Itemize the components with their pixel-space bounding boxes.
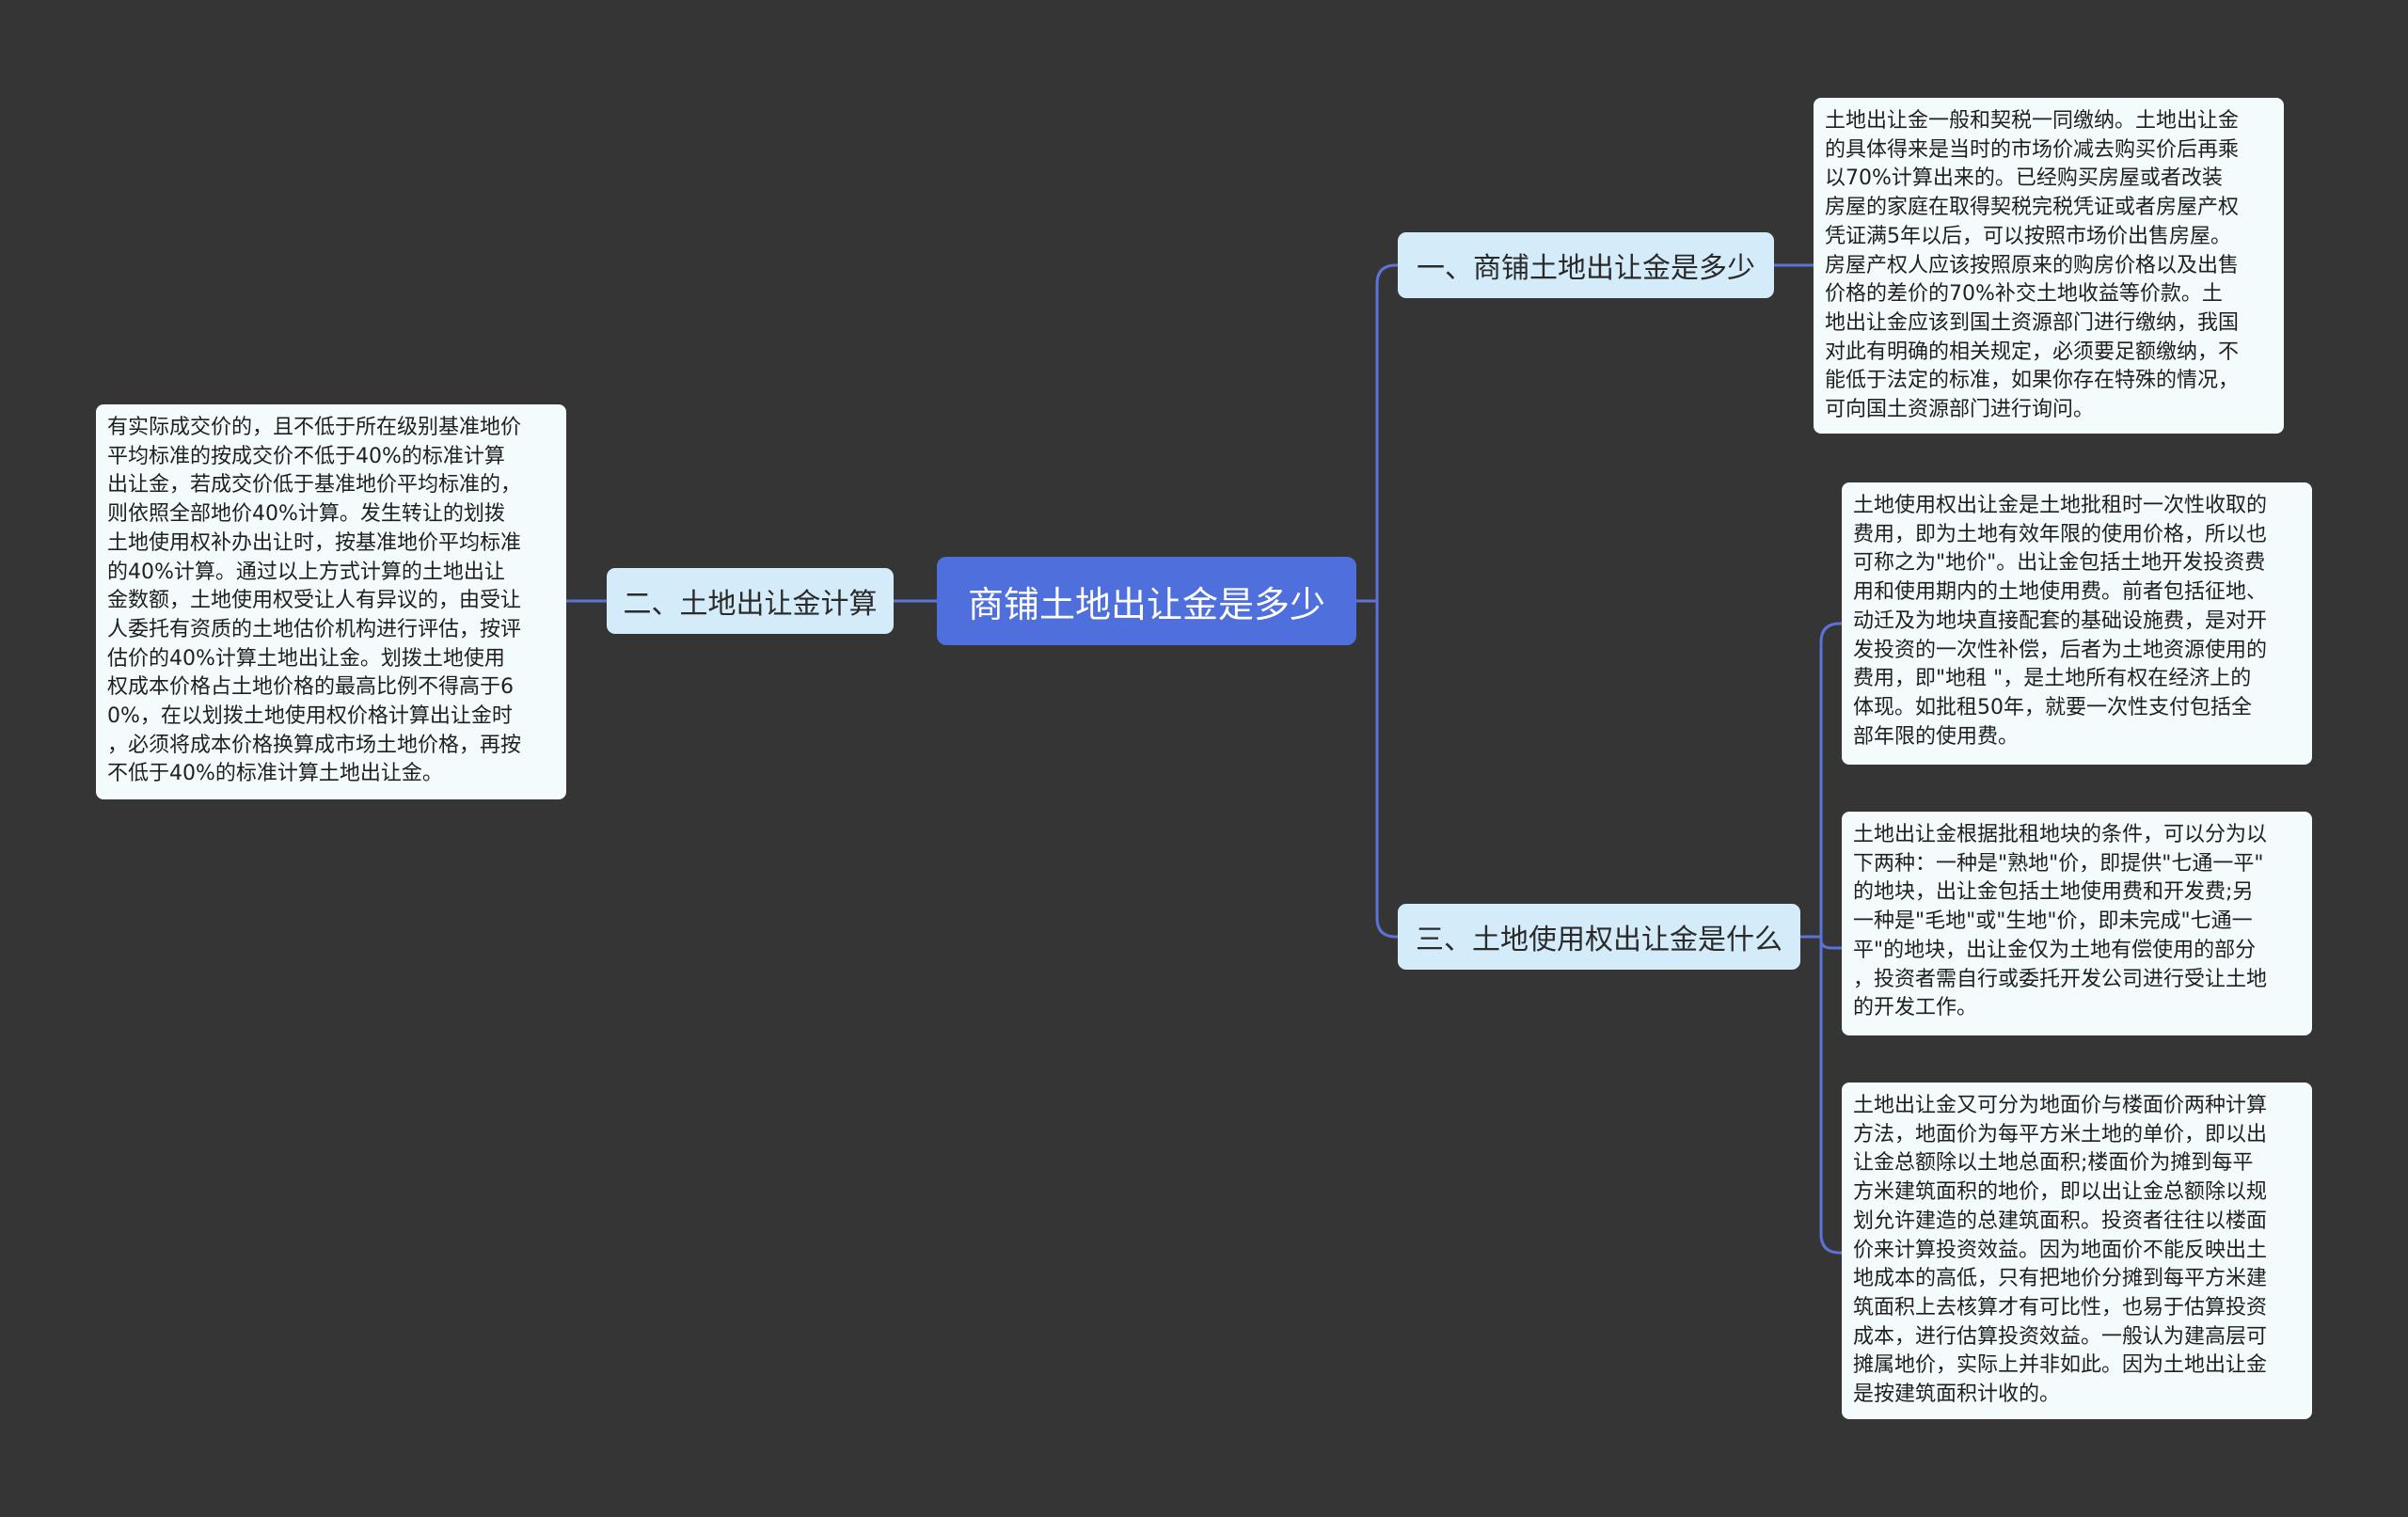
leaf-note-2[interactable]: 有实际成交价的，且不低于所在级别基准地价 平均标准的按成交价不低于40%的标准计… [96, 404, 566, 799]
connector-root-branch-3 [1375, 599, 1400, 939]
leaf-note-3[interactable]: 土地使用权出让金是土地批租时一次性收取的 费用，即为土地有效年限的使用价格，所以… [1842, 482, 2312, 765]
root-topic[interactable]: 商铺土地出让金是多少 [937, 557, 1356, 645]
leaf-note-1[interactable]: 土地出让金一般和契税一同缴纳。土地出让金 的具体得来是当时的市场价减去购买价后再… [1814, 98, 2284, 434]
connector-branch-3-leaf-4 [1819, 935, 1844, 950]
branch-topic-2[interactable]: 二、土地出让金计算 [607, 568, 894, 634]
connector-branch-3-leaf-5 [1819, 935, 1844, 1255]
leaf-note-5[interactable]: 土地出让金又可分为地面价与楼面价两种计算 方法，地面价为每平方米土地的单价，即以… [1842, 1082, 2312, 1419]
connector-branch-3-leaf-3 [1819, 622, 1844, 939]
branch-topic-3[interactable]: 三、土地使用权出让金是什么 [1398, 904, 1800, 970]
branch-topic-1[interactable]: 一、商铺土地出让金是多少 [1398, 232, 1774, 298]
connector-root-branch-1 [1354, 263, 1400, 603]
leaf-note-4[interactable]: 土地出让金根据批租地块的条件，可以分为以 下两种：一种是"熟地"价，即提供"七通… [1842, 812, 2312, 1035]
